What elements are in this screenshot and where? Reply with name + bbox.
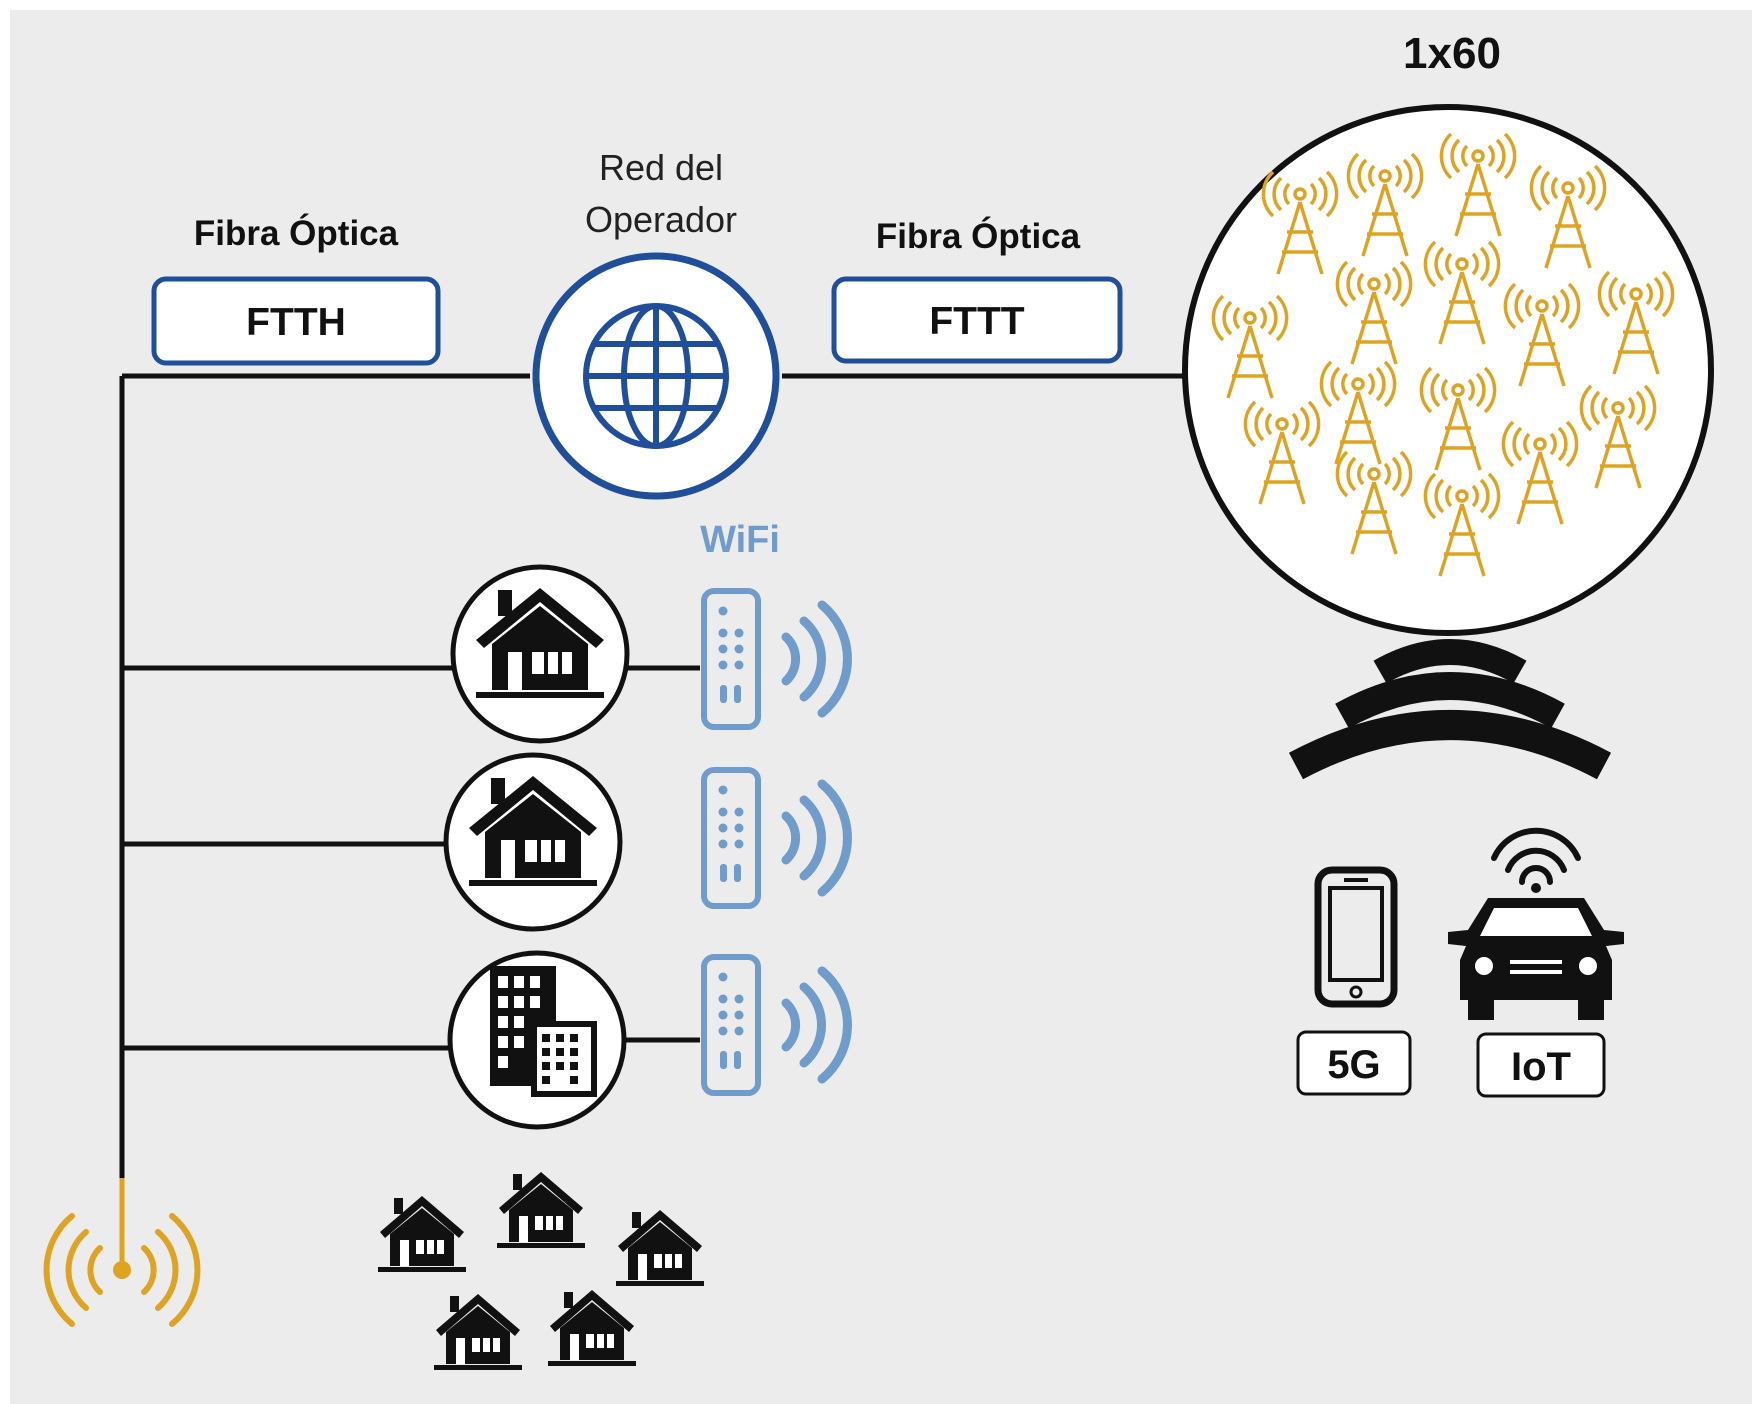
connected-car-icon: [1448, 827, 1624, 1020]
cluster-ratio-label: 1x60: [1403, 29, 1501, 78]
operator-label-line1: Red del: [599, 147, 723, 188]
badge-5g: [1296, 1030, 1412, 1096]
left-link-title: Fibra Óptica: [194, 213, 399, 253]
ftth-box: [151, 276, 441, 366]
wifi-label: WiFi: [700, 519, 780, 561]
fttt-box: [831, 276, 1123, 364]
office-buildings-icon: [490, 966, 597, 1097]
wireless-signal-icon: [1288, 639, 1612, 780]
badge-5g-label: 5G: [1327, 1043, 1380, 1087]
badge-iot-label: IoT: [1511, 1045, 1571, 1089]
globe-icon: [532, 252, 780, 500]
ftth-label: FTTH: [246, 301, 346, 344]
building-node: [447, 950, 627, 1130]
operator-label-line2: Operador: [585, 199, 737, 240]
right-link-title: Fibra Óptica: [876, 216, 1081, 256]
badge-iot: [1476, 1032, 1606, 1098]
fttt-label: FTTT: [929, 300, 1024, 343]
antenna-icon: [43, 1178, 201, 1327]
house-node-1: [450, 564, 630, 744]
fiber-lines: [119, 373, 1186, 1185]
house-node-2: [443, 752, 623, 932]
smartphone-icon: [1314, 866, 1398, 1008]
